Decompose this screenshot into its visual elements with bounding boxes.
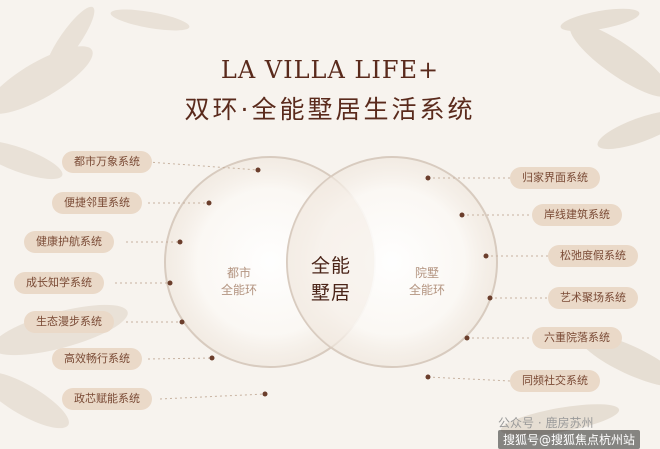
right-connectors bbox=[427, 177, 548, 382]
left-connectors bbox=[115, 161, 266, 400]
left-item-2: 便捷邻里系统 bbox=[52, 192, 142, 214]
left-ring-line1: 都市 bbox=[226, 266, 251, 280]
left-item-1: 都市万象系统 bbox=[62, 151, 152, 173]
watermark-account: 公众号 · 鹿房苏州 bbox=[498, 416, 594, 430]
right-connector-dots bbox=[425, 175, 493, 380]
left-ring-label: 都市 全能环 bbox=[214, 265, 264, 299]
watermark-bar: 搜狐号@搜狐焦点杭州站 bbox=[498, 430, 641, 449]
right-ring-label: 院墅 全能环 bbox=[400, 265, 454, 299]
right-item-6: 同频社交系统 bbox=[510, 370, 600, 392]
left-item-7: 政芯赋能系统 bbox=[62, 388, 152, 410]
left-ring-line2: 全能环 bbox=[220, 283, 257, 297]
right-item-1: 归家界面系统 bbox=[510, 167, 600, 189]
right-item-5: 六重院落系统 bbox=[532, 327, 622, 349]
left-item-4: 成长知学系统 bbox=[14, 272, 104, 294]
right-ring-line2: 全能环 bbox=[408, 283, 445, 297]
title-english: LA VILLA LIFE+ bbox=[220, 56, 440, 84]
right-ring-line1: 院墅 bbox=[414, 266, 439, 280]
center-line2: 墅居 bbox=[310, 282, 351, 304]
left-item-5: 生态漫步系统 bbox=[24, 311, 114, 333]
right-item-4: 艺术聚场系统 bbox=[548, 287, 638, 309]
title-chinese: 双环·全能墅居生活系统 bbox=[184, 95, 476, 124]
right-item-3: 松弛度假系统 bbox=[548, 245, 638, 267]
left-item-6: 高效畅行系统 bbox=[52, 348, 142, 370]
left-connector-dots bbox=[167, 167, 268, 397]
center-line1: 全能 bbox=[310, 255, 351, 277]
center-label: 全能 墅居 bbox=[300, 253, 362, 307]
left-item-3: 健康护航系统 bbox=[24, 231, 114, 253]
right-item-2: 岸线建筑系统 bbox=[532, 204, 622, 226]
